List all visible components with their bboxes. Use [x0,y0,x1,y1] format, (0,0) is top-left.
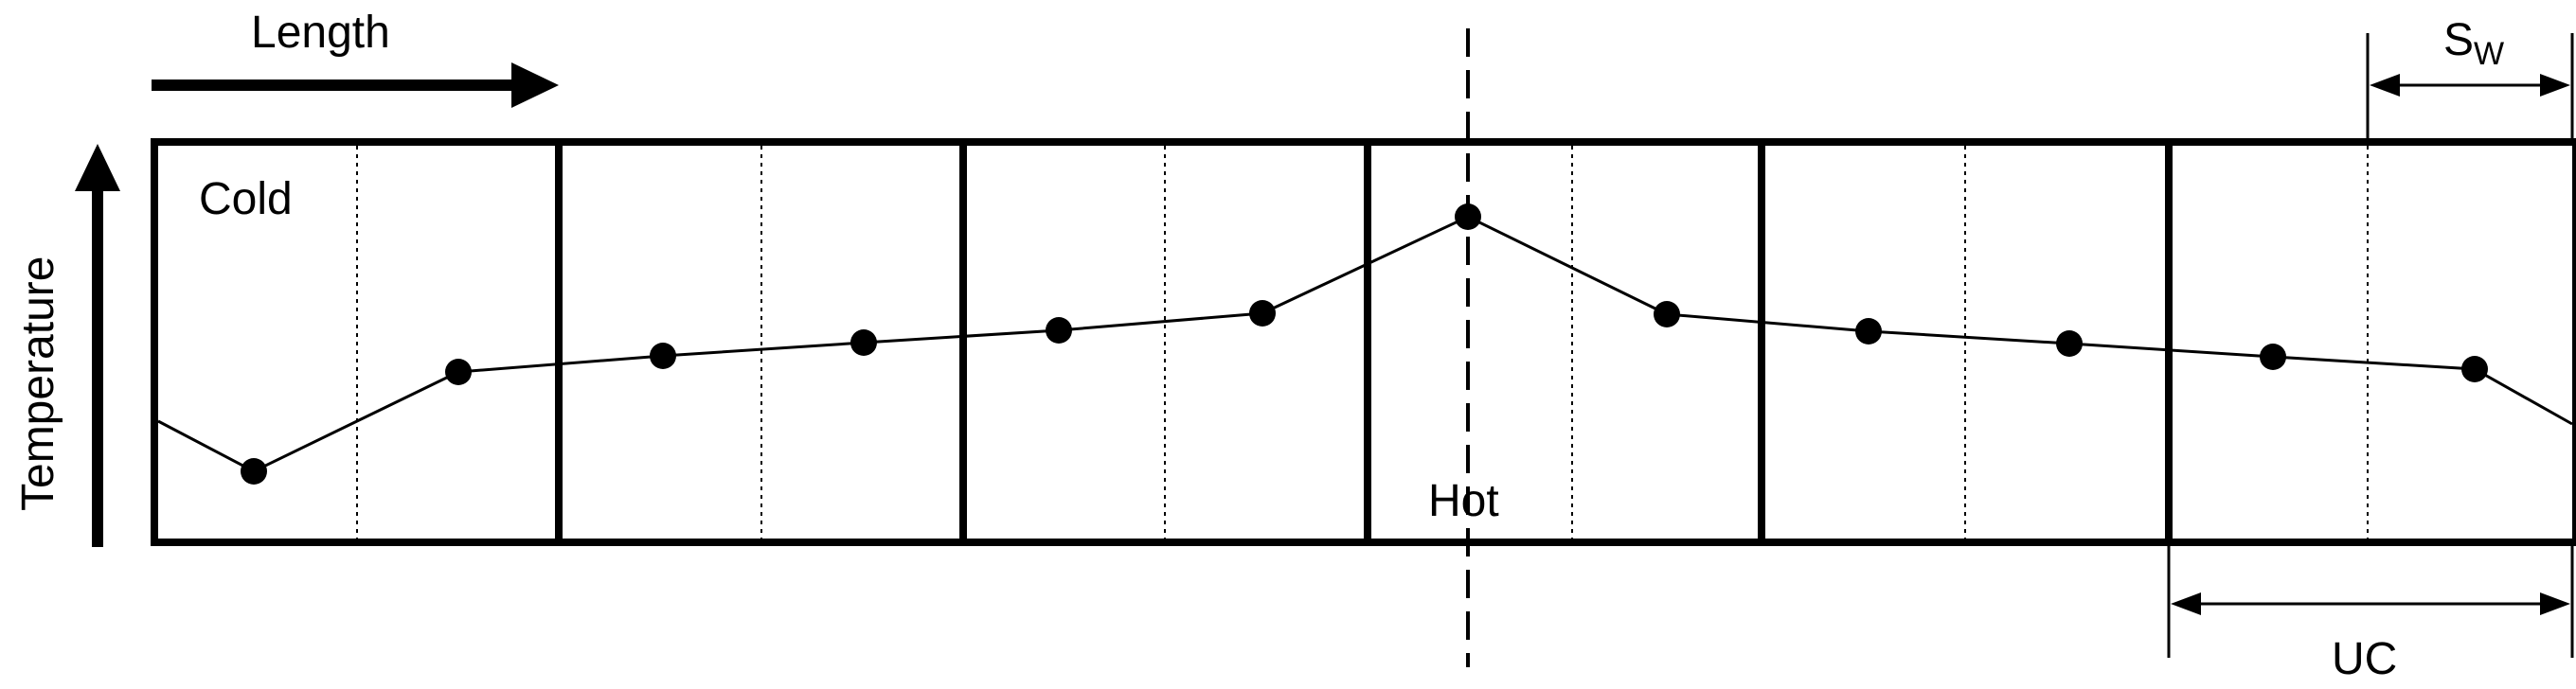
temperature-label: Temperature [13,256,63,511]
length-label: Length [251,8,390,58]
uc-dimension [2167,545,2574,658]
sw-arrowhead-right [2540,74,2570,97]
temperature-point [1249,300,1276,327]
temperature-point [2461,356,2488,382]
cell-dividers [555,142,2173,542]
temperature-point [445,359,472,385]
uc-label: UC [2332,634,2397,684]
uc-arrowhead-left [2171,592,2201,615]
temperature-profile-line [157,215,2573,473]
temperature-point [650,343,676,369]
uc-arrowhead-right [2540,592,2570,615]
temperature-point [2260,344,2286,370]
sw-label-subscript: W [2474,36,2504,72]
temperature-point [1654,301,1680,327]
temperature-arrow [75,144,120,547]
sw-label-main: S [2443,15,2474,65]
temperature-point [2056,330,2083,357]
temperature-point [1046,317,1072,344]
temperature-point [241,458,267,485]
temperature-point [1455,203,1481,230]
cold-label: Cold [199,174,293,224]
hot-label: Hot [1428,476,1499,526]
sw-dimension [2366,33,2574,140]
temperature-points [241,203,2488,485]
cell-subdividers [356,146,2369,539]
temperature-point [850,329,877,356]
temperature-point [1855,318,1882,344]
sw-arrowhead-left [2370,74,2400,97]
sw-label: SW [2443,15,2504,72]
length-arrow [152,62,559,108]
